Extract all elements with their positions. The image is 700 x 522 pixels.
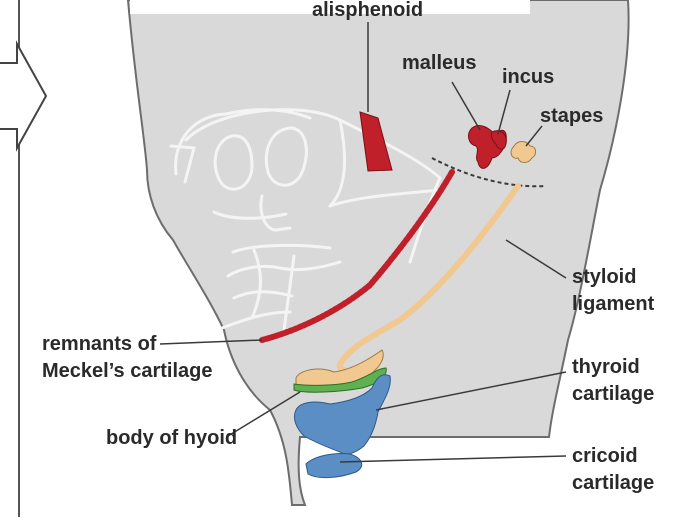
label-cricoid-line1: cricoid <box>572 445 638 467</box>
label-incus: incus <box>502 66 554 88</box>
label-malleus: malleus <box>402 52 476 74</box>
label-alisphenoid: alisphenoid <box>312 0 423 21</box>
label-thyroid-line2: cartilage <box>572 383 654 405</box>
cricoid-leader <box>340 456 566 462</box>
label-styloid-line1: styloid <box>572 266 636 288</box>
label-thyroid-line1: thyroid <box>572 356 640 378</box>
arrow-icon <box>0 44 46 148</box>
label-stapes: stapes <box>540 105 603 127</box>
label-meckel-line2: Meckel’s cartilage <box>42 360 212 382</box>
label-meckel-line1: remnants of <box>42 333 157 355</box>
label-cricoid-line2: cartilage <box>572 472 654 494</box>
label-hyoid: body of hyoid <box>106 427 237 449</box>
cricoid-cartilage <box>306 453 362 477</box>
label-styloid-line2: ligament <box>572 293 655 315</box>
